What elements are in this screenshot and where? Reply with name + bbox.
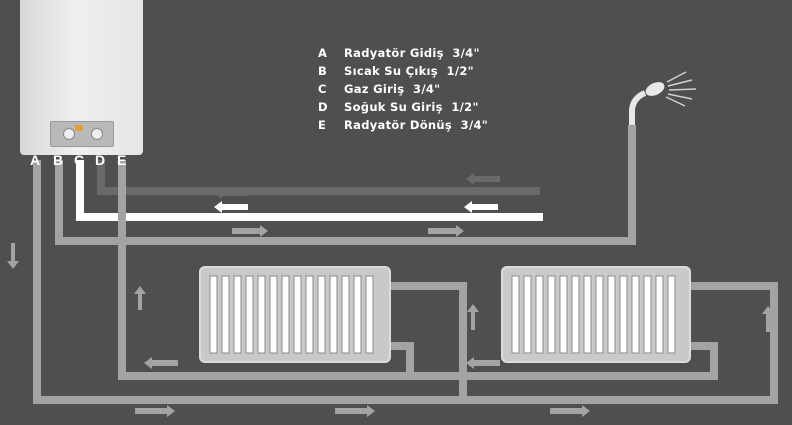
flow-arrow-icon (428, 225, 464, 237)
legend-text: Radyatör Gidiş 3/4" (344, 46, 480, 60)
flow-arrow-icon (762, 306, 774, 332)
legend: A Radyatör Gidiş 3/4" B Sıcak Su Çıkış 1… (318, 44, 488, 134)
radiator-return-branch (390, 342, 414, 376)
legend-row: C Gaz Giriş 3/4" (318, 80, 488, 98)
flow-arrow-icon (135, 405, 175, 417)
flow-arrow-icon (550, 405, 590, 417)
legend-key: E (318, 118, 327, 132)
legend-key: A (318, 46, 328, 60)
legend-key: D (318, 100, 328, 114)
connection-label-e: E (117, 152, 127, 168)
flow-arrow-icon (144, 357, 178, 369)
hot-water-pipe (55, 125, 636, 245)
flow-arrow-icon (467, 304, 479, 330)
legend-text: Radyatör Dönüş 3/4" (344, 118, 489, 132)
cold-water-pipe (97, 160, 540, 195)
connection-label-c: C (74, 152, 85, 168)
legend-key: C (318, 82, 327, 96)
radiator-return-pipe (118, 160, 718, 380)
flow-arrow-icon (214, 187, 248, 199)
boiler-knob-icon (91, 128, 103, 140)
boiler-knob-icon (63, 128, 75, 140)
gas-pipe (76, 160, 543, 221)
connection-label-b: B (53, 152, 64, 168)
legend-row: D Soğuk Su Giriş 1/2" (318, 98, 488, 116)
legend-text: Gaz Giriş 3/4" (344, 82, 441, 96)
radiator-flow-pipe (33, 160, 778, 404)
flow-arrow-icon (134, 286, 146, 310)
boiler-display-icon (75, 125, 83, 131)
legend-text: Sıcak Su Çıkış 1/2" (344, 64, 474, 78)
flow-arrow-icon (7, 243, 19, 269)
connection-label-d: D (95, 152, 106, 168)
legend-row: E Radyatör Dönüş 3/4" (318, 116, 488, 134)
flow-arrow-icon (232, 225, 268, 237)
legend-text: Soğuk Su Giriş 1/2" (344, 100, 479, 114)
flow-arrow-icon (464, 201, 498, 213)
radiator-left (199, 266, 391, 363)
combi-boiler (20, 0, 143, 155)
connection-label-a: A (30, 152, 41, 168)
radiator-flow-branch (390, 282, 467, 400)
radiator-right (501, 266, 691, 363)
legend-row: B Sıcak Su Çıkış 1/2" (318, 62, 488, 80)
flow-arrow-icon (466, 357, 500, 369)
legend-key: B (318, 64, 328, 78)
flow-arrows (7, 173, 774, 417)
flow-arrow-icon (335, 405, 375, 417)
flow-arrow-icon (214, 201, 248, 213)
boiler-control-panel (50, 121, 114, 147)
legend-row: A Radyatör Gidiş 3/4" (318, 44, 488, 62)
shower-head-icon (629, 71, 697, 125)
flow-arrow-icon (466, 173, 500, 185)
